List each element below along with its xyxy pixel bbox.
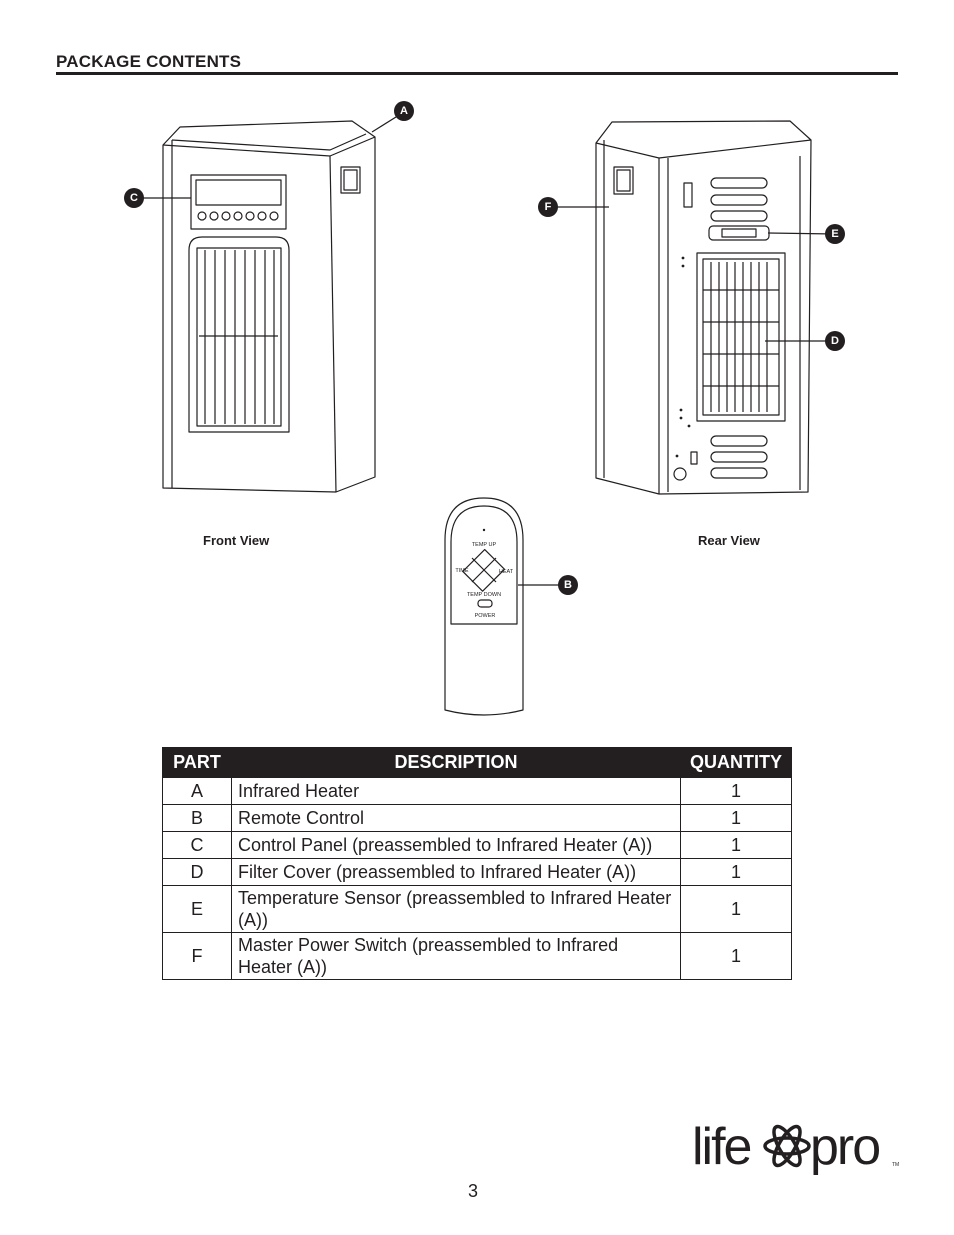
remote-temp-up-label: TEMP UP — [472, 542, 497, 548]
callout-d: D — [825, 331, 845, 351]
part-cell: E — [162, 885, 232, 933]
table-row: F Master Power Switch (preassembled to I… — [162, 932, 792, 980]
parts-table: PART DESCRIPTION QUANTITY A Infrared Hea… — [162, 747, 792, 980]
lifepro-logo: life pro TM — [692, 1118, 899, 1176]
callout-c: C — [124, 188, 144, 208]
remote-illustration — [444, 497, 524, 716]
callout-f: F — [538, 197, 558, 217]
quantity-cell: 1 — [680, 831, 792, 859]
callout-b: B — [558, 575, 578, 595]
rear-heater-illustration — [595, 120, 812, 495]
logo-tm: TM — [892, 1162, 899, 1168]
callout-a: A — [394, 101, 414, 121]
logo-text-right: pro — [810, 1118, 879, 1176]
description-cell: Temperature Sensor (preassembled to Infr… — [231, 885, 681, 933]
leader-e — [767, 232, 836, 235]
section-title: PACKAGE CONTENTS — [56, 52, 242, 71]
table-header-row: PART DESCRIPTION QUANTITY — [162, 747, 792, 778]
part-cell: B — [162, 804, 232, 832]
front-view-label: Front View — [203, 533, 270, 548]
remote-power-label: POWER — [475, 613, 496, 619]
quantity-cell: 1 — [680, 885, 792, 933]
description-cell: Master Power Switch (preassembled to Inf… — [231, 932, 681, 980]
table-row: D Filter Cover (preassembled to Infrared… — [162, 858, 792, 886]
quantity-cell: 1 — [680, 932, 792, 980]
header-quantity: QUANTITY — [680, 747, 792, 778]
section-rule — [56, 72, 898, 75]
package-diagram: TEMP UP TEMP DOWN TIME HEAT POWER — [134, 111, 836, 716]
table-row: A Infrared Heater 1 — [162, 777, 792, 805]
table-row: E Temperature Sensor (preassembled to In… — [162, 885, 792, 933]
page-number: 3 — [468, 1181, 479, 1201]
quantity-cell: 1 — [680, 777, 792, 805]
remote-time-label: TIME — [455, 568, 468, 574]
table-row: C Control Panel (preassembled to Infrare… — [162, 831, 792, 859]
part-cell: C — [162, 831, 232, 859]
logo-text-left: life — [692, 1118, 751, 1176]
table-row: B Remote Control 1 — [162, 804, 792, 832]
description-cell: Filter Cover (preassembled to Infrared H… — [231, 858, 681, 886]
header-part: PART — [162, 747, 232, 778]
header-description: DESCRIPTION — [231, 747, 681, 778]
callout-e: E — [825, 224, 845, 244]
remote-heat-label: HEAT — [499, 569, 514, 575]
dots — [482, 256, 691, 532]
part-cell: A — [162, 777, 232, 805]
description-cell: Control Panel (preassembled to Infrared … — [231, 831, 681, 859]
quantity-cell: 1 — [680, 858, 792, 886]
remote-temp-down-label: TEMP DOWN — [467, 592, 501, 598]
part-cell: F — [162, 932, 232, 980]
rear-view-label: Rear View — [698, 533, 760, 548]
part-cell: D — [162, 858, 232, 886]
quantity-cell: 1 — [680, 804, 792, 832]
description-cell: Remote Control — [231, 804, 681, 832]
atom-icon — [763, 1124, 811, 1168]
front-heater-illustration — [162, 120, 376, 493]
description-cell: Infrared Heater — [231, 777, 681, 805]
